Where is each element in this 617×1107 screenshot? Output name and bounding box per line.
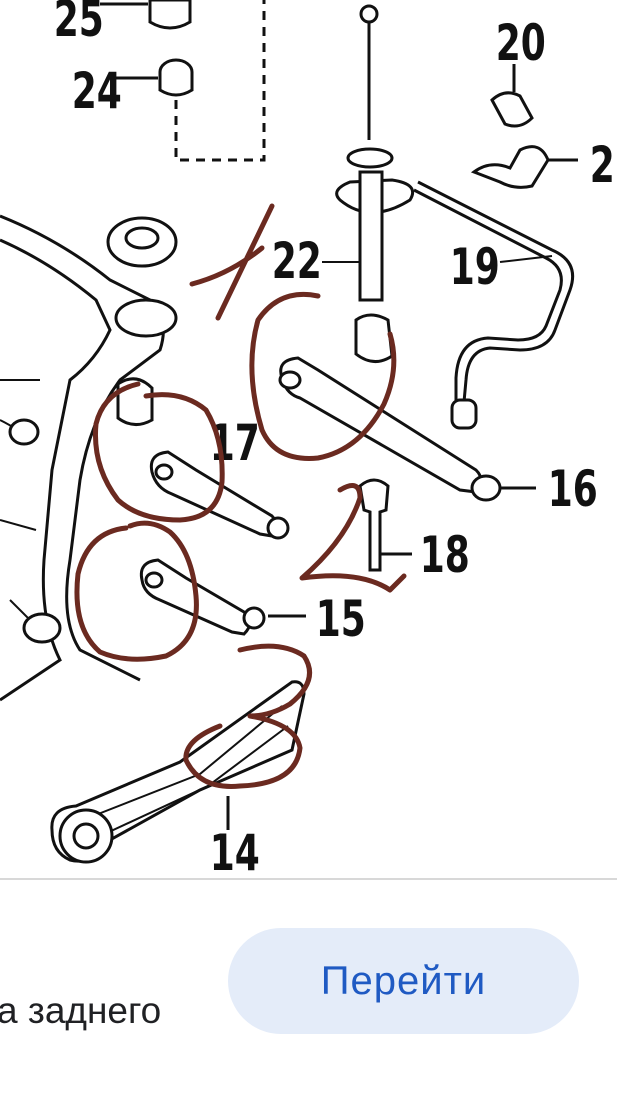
part-label-18: 18 (420, 527, 470, 584)
divider (0, 878, 617, 880)
bracket-21 (470, 145, 578, 189)
part-label-22: 22 (272, 233, 322, 290)
bushing-25 (100, 0, 192, 30)
part-label-24: 24 (72, 63, 122, 120)
part-label-16: 16 (548, 461, 598, 518)
bolt-18 (358, 478, 412, 572)
link-17 (149, 450, 290, 540)
part-label-14: 14 (210, 825, 260, 878)
part-label-20: 20 (496, 15, 546, 72)
link-15 (139, 558, 306, 636)
clamp-20 (490, 64, 534, 128)
part-label-15: 15 (316, 591, 366, 648)
trailing-arm-14 (50, 680, 306, 864)
subframe (0, 214, 178, 702)
bushing-24 (115, 0, 266, 162)
part-label-19: 19 (450, 239, 500, 296)
result-snippet: а заднего (0, 990, 162, 1031)
go-button[interactable]: Перейти (228, 928, 579, 1034)
hand-annotations (74, 203, 407, 789)
part-label-21: 21 (590, 137, 617, 194)
stabilizer-bar-19 (413, 180, 575, 430)
shock-absorber-22 (322, 4, 415, 363)
lateral-link-16 (278, 356, 536, 502)
part-label-25: 25 (54, 0, 104, 49)
suspension-diagram: 25 24 20 21 22 19 17 16 18 15 14 (0, 0, 617, 878)
